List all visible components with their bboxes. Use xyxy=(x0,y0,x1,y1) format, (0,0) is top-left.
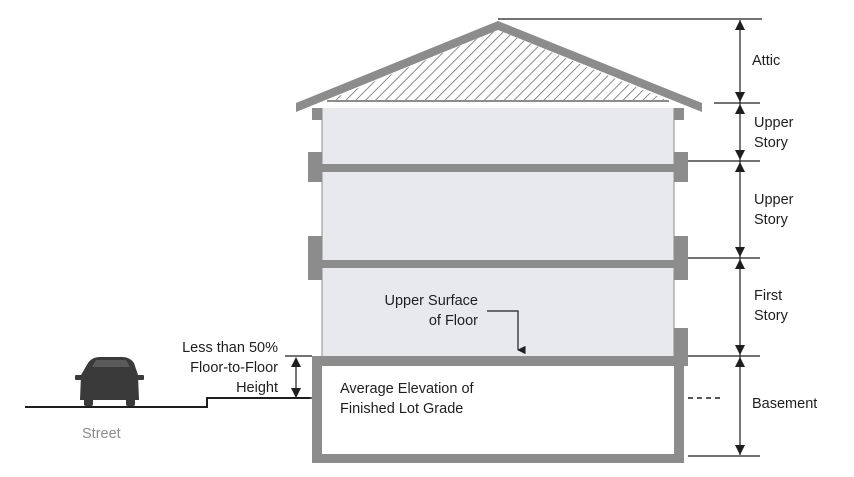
average-elevation-label: Average Elevation of Finished Lot Grade xyxy=(340,379,474,419)
first-story-label: First Story xyxy=(754,286,788,326)
basement-label: Basement xyxy=(752,394,817,414)
floor-slab-middle xyxy=(312,260,684,268)
less-than-50-line-3: Height xyxy=(236,380,278,396)
dimension-arrowheads xyxy=(735,20,745,455)
attic-label: Attic xyxy=(752,51,780,71)
upper-story-1-label: Upper Story xyxy=(754,113,794,153)
upper-surface-line-1: Upper Surface xyxy=(384,293,479,309)
upper-surface-of-floor-label: Upper Surface of Floor xyxy=(352,291,479,331)
street-label: Street xyxy=(82,424,121,444)
upper-story-1-line-1: Upper xyxy=(754,115,794,131)
average-elevation-line-2: Finished Lot Grade xyxy=(340,401,464,417)
upper-story-2-line-1: Upper xyxy=(754,192,794,208)
upper-surface-line-2: of Floor xyxy=(428,313,478,329)
first-story-line-1: First xyxy=(754,288,783,304)
first-story-line-2: Story xyxy=(754,308,788,324)
car-icon xyxy=(75,357,144,406)
upper-story-interior xyxy=(322,108,674,164)
upper-story-2-line-2: Story xyxy=(754,212,788,228)
basement-text: Basement xyxy=(752,396,818,412)
upper-story-2-label: Upper Story xyxy=(754,190,794,230)
average-elevation-line-1: Average Elevation of xyxy=(340,381,474,397)
less-than-50-percent-label: Less than 50% Floor-to-Floor Height xyxy=(140,338,278,398)
ground-line xyxy=(25,397,720,408)
basement-wall-right xyxy=(674,366,684,456)
attic-text: Attic xyxy=(752,53,781,69)
fifty-percent-arrowheads xyxy=(291,357,301,398)
upper-surface-leader xyxy=(487,310,526,355)
street-text: Street xyxy=(82,426,121,442)
upper-story-2-interior xyxy=(322,172,674,260)
floor-slab-upper xyxy=(312,164,684,172)
basement-floor xyxy=(312,454,684,463)
first-story-interior xyxy=(322,268,674,356)
less-than-50-line-2: Floor-to-Floor xyxy=(190,360,278,376)
floor-slab-first xyxy=(312,356,688,366)
building-structure xyxy=(308,108,688,463)
dimension-lines xyxy=(498,18,762,457)
less-than-50-line-1: Less than 50% xyxy=(182,340,278,356)
wall-outlines xyxy=(321,108,675,356)
basement-wall-left xyxy=(312,366,322,456)
upper-story-1-line-2: Story xyxy=(754,135,788,151)
roof xyxy=(296,21,702,112)
basement-interior xyxy=(322,366,674,454)
